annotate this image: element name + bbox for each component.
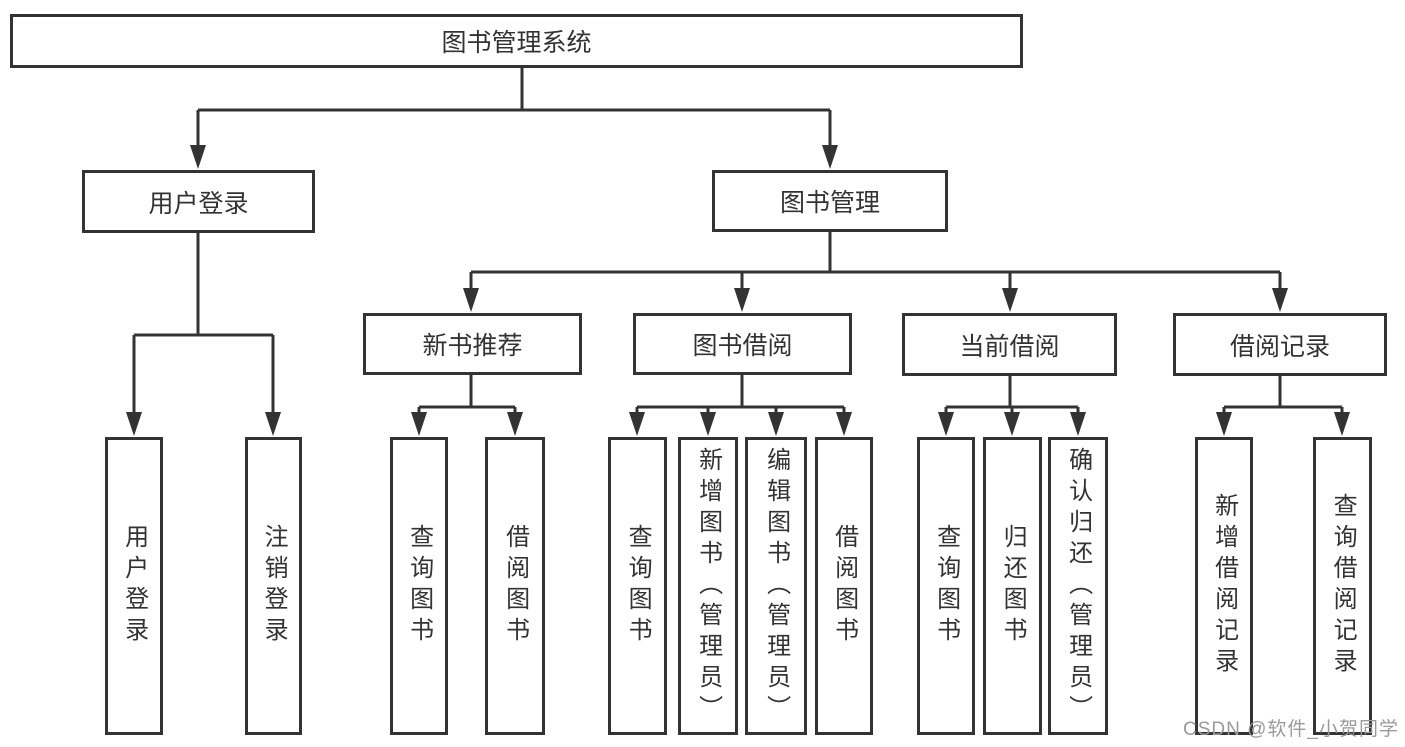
node-current-borrowing-label: 当前借阅 (959, 332, 1060, 361)
node-root: 图书管理系统 (10, 14, 1023, 68)
leaf-query-books-recommend: 查询图书 (390, 437, 448, 735)
node-user-login: 用户登录 (82, 170, 315, 233)
leaf-borrow-books-borrowing: 借阅图书 (815, 437, 873, 735)
node-book-borrowing-label: 图书借阅 (692, 332, 793, 360)
node-borrowing-records: 借阅记录 (1173, 313, 1387, 376)
leaf-add-books-admin-label: 新增图书（管理员） (694, 446, 722, 726)
leaf-logout: 注销登录 (245, 437, 302, 735)
leaf-confirm-return-admin-label: 确认归还（管理员） (1064, 446, 1092, 726)
leaf-query-books-current: 查询图书 (917, 437, 975, 735)
leaf-query-books-recommend-label: 查询图书 (405, 524, 433, 648)
leaf-user-login-label: 用户登录 (120, 524, 148, 648)
leaf-add-books-admin: 新增图书（管理员） (678, 437, 738, 735)
leaf-user-login: 用户登录 (105, 437, 163, 735)
watermark: CSDN @软件_小贺同学 (1183, 719, 1399, 740)
leaf-logout-label: 注销登录 (260, 524, 288, 648)
node-borrowing-records-label: 借阅记录 (1229, 332, 1330, 361)
leaf-confirm-return-admin: 确认归还（管理员） (1048, 437, 1108, 735)
leaf-edit-books-admin-label: 编辑图书（管理员） (762, 446, 790, 726)
leaf-borrow-books-borrowing-label: 借阅图书 (830, 524, 858, 648)
node-current-borrowing: 当前借阅 (902, 313, 1117, 376)
leaf-query-books-borrowing-label: 查询图书 (624, 524, 652, 648)
node-user-login-label: 用户登录 (148, 189, 249, 218)
node-new-book-recommendation: 新书推荐 (363, 313, 582, 375)
node-book-management: 图书管理 (712, 170, 948, 232)
leaf-query-books-borrowing: 查询图书 (608, 437, 667, 735)
node-root-label: 图书管理系统 (441, 29, 592, 57)
leaf-return-books-label: 归还图书 (999, 524, 1027, 648)
node-book-management-label: 图书管理 (779, 189, 880, 217)
leaf-borrow-books-recommend: 借阅图书 (485, 437, 545, 735)
leaf-query-borrow-record-label: 查询借阅记录 (1329, 493, 1357, 679)
node-book-borrowing: 图书借阅 (633, 313, 852, 375)
leaf-return-books: 归还图书 (983, 437, 1042, 735)
arrowhead-icons (126, 145, 1350, 436)
leaf-query-books-current-label: 查询图书 (932, 524, 960, 648)
leaf-edit-books-admin: 编辑图书（管理员） (745, 437, 807, 735)
leaf-query-borrow-record: 查询借阅记录 (1313, 437, 1372, 735)
node-new-book-recommendation-label: 新书推荐 (422, 332, 523, 360)
leaf-add-borrow-record: 新增借阅记录 (1195, 437, 1253, 735)
leaf-borrow-books-recommend-label: 借阅图书 (501, 524, 529, 648)
connector-lines (132, 68, 1344, 416)
leaf-add-borrow-record-label: 新增借阅记录 (1210, 493, 1238, 679)
